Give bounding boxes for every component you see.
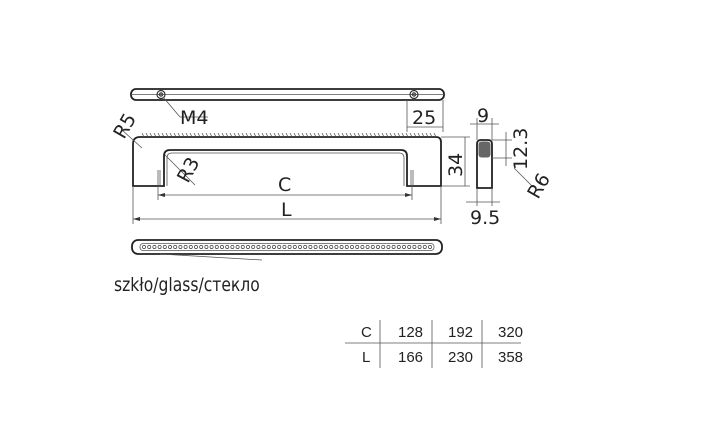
- table-cell: 320: [498, 324, 523, 341]
- table-cell: 166: [398, 349, 423, 366]
- dim-c-arrow-right: [405, 193, 412, 197]
- dimension-table: C 128 192 320 L 166 230 358: [345, 320, 523, 368]
- right-screw-hole: [409, 89, 419, 100]
- dim-12-3-label: 12.3: [510, 128, 532, 170]
- m4-leader: [162, 96, 181, 118]
- bottom-view: szkło/glass/стекло: [114, 239, 443, 297]
- material-leader: [159, 253, 263, 261]
- dim-25-label: 25: [412, 107, 436, 129]
- table-row-label: C: [361, 324, 372, 341]
- bottom-view-body: [131, 239, 443, 255]
- side-glass-section: [478, 141, 491, 158]
- r6-label: R6: [523, 170, 555, 203]
- r3-label: R3: [173, 154, 204, 187]
- dim-l-arrow-right: [434, 217, 441, 221]
- dim-l-arrow-left: [133, 217, 140, 221]
- r5-leader: [121, 129, 143, 149]
- table-cell: 230: [448, 349, 473, 366]
- dim-l-label: L: [281, 199, 292, 221]
- table-cell: 128: [398, 324, 423, 341]
- dim-34-label: 34: [445, 153, 467, 177]
- side-view: 9 12.3 R6 9.5: [466, 105, 555, 229]
- dim-9-label: 9: [477, 105, 489, 127]
- left-screw-hole: [156, 89, 166, 100]
- side-profile: [476, 139, 493, 189]
- table-cell: 192: [448, 324, 473, 341]
- dim-9-5-label: 9.5: [470, 207, 500, 229]
- table-cell: 358: [498, 349, 523, 366]
- knurled-top: [141, 132, 437, 138]
- top-view: M4 25: [130, 88, 445, 132]
- dim-c-label: C: [278, 174, 291, 196]
- handle-body: [132, 136, 442, 187]
- glass-stones: [142, 245, 432, 249]
- r6-leader: [513, 167, 533, 187]
- m4-label: M4: [180, 107, 208, 129]
- table-row-label: L: [362, 349, 370, 366]
- material-label: szkło/glass/стекло: [114, 275, 260, 297]
- dim-c-arrow-left: [158, 193, 165, 197]
- r3-leader: [164, 154, 196, 186]
